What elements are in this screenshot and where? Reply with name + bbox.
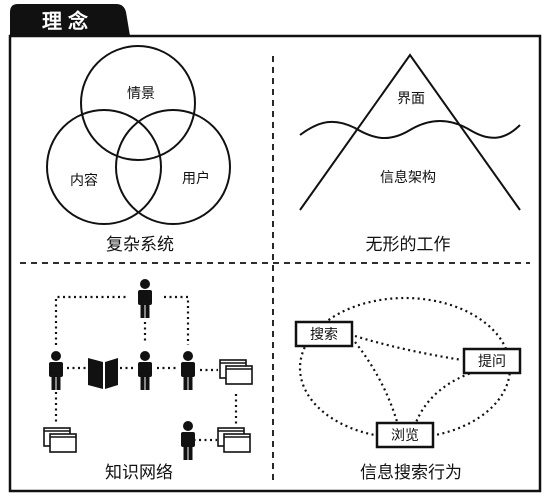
caption-complex-system: 复杂系统 <box>106 235 174 255</box>
ask-node <box>462 347 522 375</box>
venn-label-context: 情景 <box>127 86 155 102</box>
search-node <box>294 320 354 348</box>
wave-line <box>299 120 521 139</box>
invisible-work-diagram <box>299 53 521 211</box>
book-icon <box>88 358 118 389</box>
mountain-outline <box>299 53 521 211</box>
venn-diagram <box>46 45 231 225</box>
node-label-ask: 提问 <box>478 354 506 370</box>
network-links <box>54 295 238 442</box>
venn-label-users: 用户 <box>182 170 210 187</box>
venn-circle-top <box>80 45 196 161</box>
title-text: 理念 <box>42 9 94 33</box>
caption-invisible-work: 无形的工作 <box>366 235 451 255</box>
title-tab <box>10 4 130 36</box>
label-interface: 界面 <box>397 91 425 107</box>
node-boxes <box>294 320 522 449</box>
node-label-search: 搜索 <box>310 326 338 343</box>
label-info-architecture: 信息架构 <box>380 169 436 186</box>
browse-node <box>375 421 435 449</box>
node-label-browse: 浏览 <box>391 428 419 444</box>
venn-circle-right <box>115 109 231 225</box>
caption-knowledge-network: 知识网络 <box>105 463 173 483</box>
venn-circle-left <box>46 109 162 225</box>
caption-info-seeking: 信息搜索行为 <box>360 463 462 483</box>
venn-label-content: 内容 <box>70 172 98 189</box>
